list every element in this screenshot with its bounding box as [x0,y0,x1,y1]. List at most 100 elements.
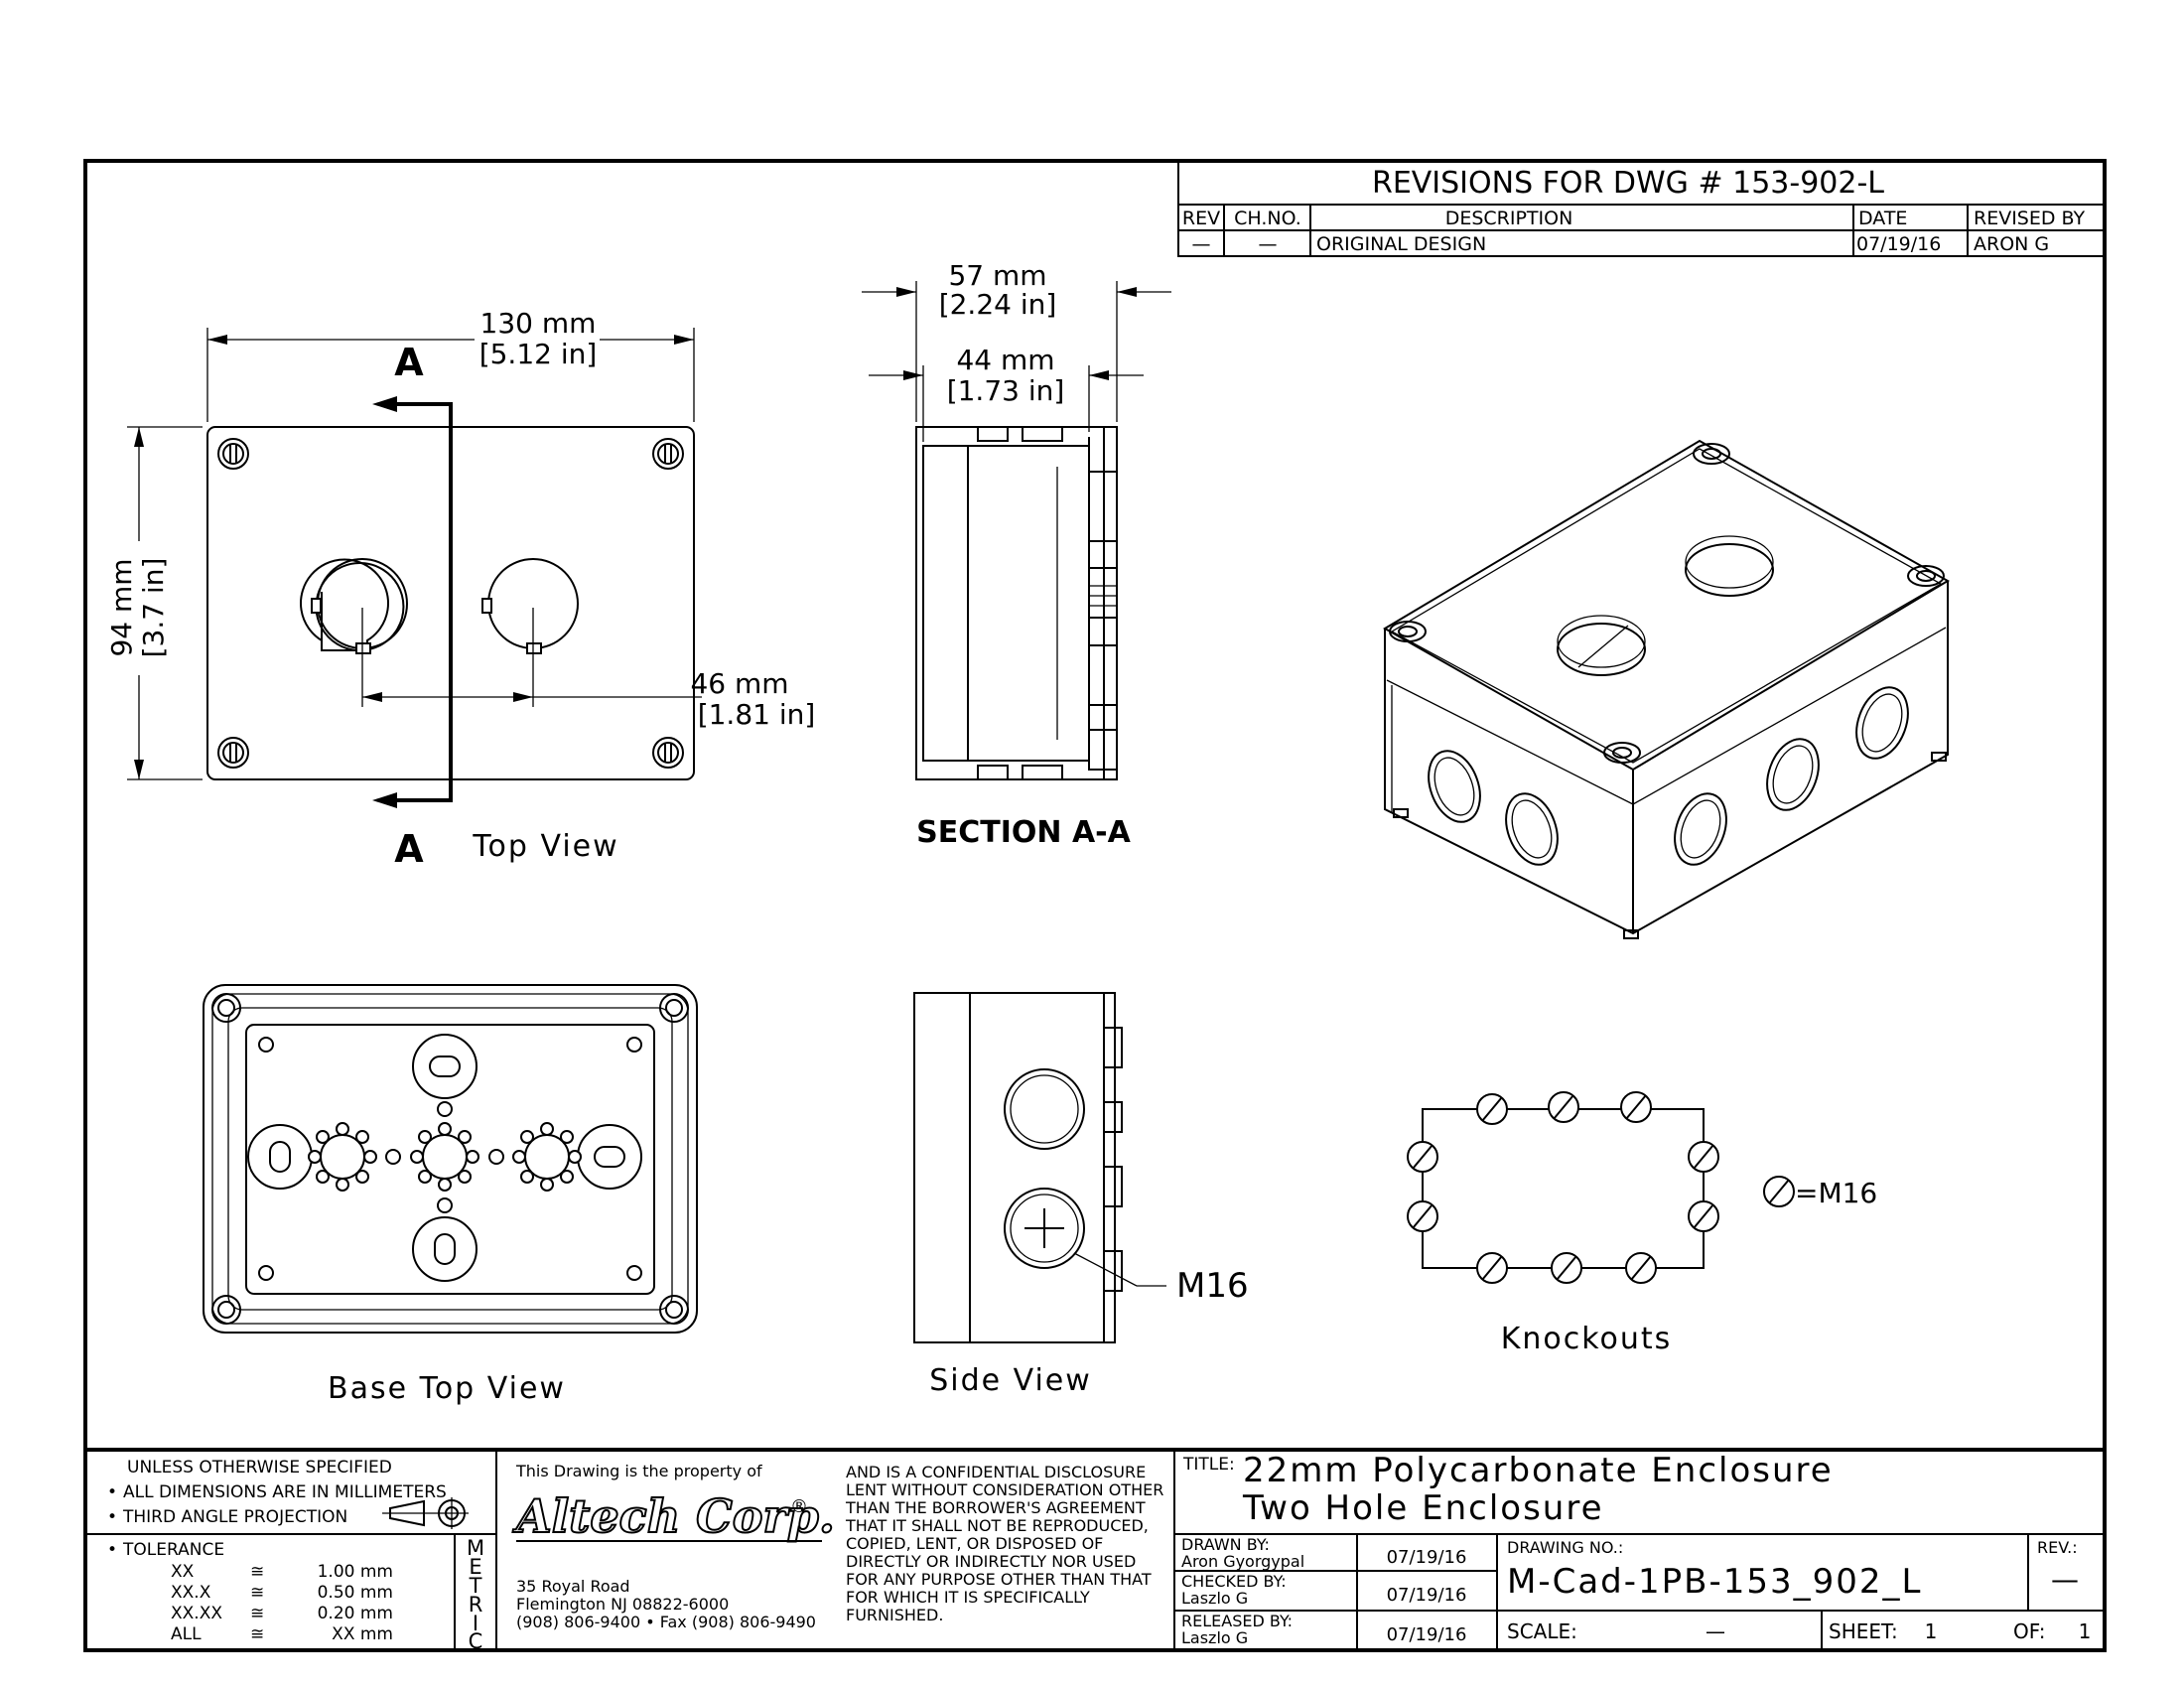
iso-lid-top [1383,439,1950,772]
chno-header: CH.NO. [1234,208,1301,229]
iso-knockout [1766,738,1820,811]
notes-block: UNLESS OTHERWISE SPECIFIED • ALL DIMENSI… [85,1450,497,1653]
checked-by: Laszlo G [1181,1589,1248,1608]
boss-icon [512,1122,582,1192]
notes-bullet-1: ALL DIMENSIONS ARE IN MILLIMETERS [123,1482,447,1502]
revised-by-header: REVISED BY [1974,208,2086,229]
iso-knockout [1428,750,1481,823]
checked-date: 07/19/16 [1387,1585,1467,1606]
date-header: DATE [1858,208,1907,229]
height-mm: 94 mm [105,558,138,656]
width-in: [5.12 in] [479,338,598,370]
m16-leader [1073,1252,1166,1287]
drawn-by: Aron Gyorgypal [1181,1552,1304,1571]
tol-val: XX mm [332,1624,393,1644]
metric-letter: T [469,1574,482,1598]
iso-screw-icon [1603,742,1641,764]
tol-fmt: XX.X [171,1583,211,1603]
scale-value: — [1706,1619,1725,1643]
iso-screw-icon [1389,621,1427,642]
iso-button-hole [1557,623,1646,676]
boss-icon [308,1122,377,1192]
knockouts-label: Knockouts [1501,1322,1673,1356]
iso-screw-icon [1693,443,1730,465]
altech-logo: Altech Corp. ® [511,1488,836,1544]
sheet-label: SHEET: [1829,1619,1898,1643]
side-view-label: Side View [929,1363,1092,1398]
metric-letter: C [469,1629,483,1653]
base-top-view: Base Top View [203,984,698,1406]
drawing-number: M-Cad-1PB-153_902_L [1507,1562,1923,1602]
confidential-line: FURNISHED. [846,1606,943,1624]
drawn-date: 07/19/16 [1387,1547,1467,1568]
tolerance-title: TOLERANCE [122,1540,224,1560]
tol-fmt: ALL [171,1624,202,1644]
iso-button-hole [1685,543,1774,597]
of-label: OF: [2013,1619,2045,1643]
description-header: DESCRIPTION [1445,208,1573,229]
iso-body [1384,581,1949,935]
confidential-line: AND IS A CONFIDENTIAL DISCLOSURE [846,1463,1146,1481]
revisions-title: REVISIONS FOR DWG # 153-902-L [1372,166,1884,201]
confidential-line: FOR ANY PURPOSE OTHER THAN THAT [846,1570,1152,1589]
spacing-mm: 46 mm [690,667,788,700]
svg-text:≅: ≅ [250,1583,264,1603]
section-line [392,402,453,802]
base-top-view-label: Base Top View [328,1371,566,1406]
tol-fmt: XX [171,1562,195,1582]
boss-icon [410,1122,479,1192]
iso-screw-icon [1907,565,1945,587]
iso-knockout [1505,792,1559,866]
side-knockout [1004,1068,1085,1150]
checked-by-label: CHECKED BY: [1181,1572,1287,1591]
confidential-line: FOR WHICH IT IS SPECIFICALLY [846,1588,1090,1607]
released-by-label: RELEASED BY: [1181,1612,1293,1630]
sheet-value: 1 [1925,1619,1938,1643]
svg-text:≅: ≅ [250,1604,264,1623]
metric-letter: M [467,1536,484,1560]
chno-value: — [1259,233,1278,255]
knockout-symbol-icon [1407,1091,1719,1284]
notes-title: UNLESS OTHERWISE SPECIFIED [127,1458,392,1477]
title-label: TITLE: [1182,1455,1235,1475]
section-arrow-icon [372,396,397,412]
rev-header: REV [1182,208,1220,229]
tol-val: 0.50 mm [318,1583,393,1603]
m16-callout: M16 [1176,1266,1249,1306]
of-value: 1 [2079,1619,2092,1643]
company-address-1: 35 Royal Road [516,1577,630,1596]
section-inner-in: [1.73 in] [947,374,1065,407]
section-outline [915,426,1118,780]
side-knockout-m16 [1004,1188,1085,1269]
released-by: Laszlo G [1181,1628,1248,1647]
rev-value: — [2051,1563,2079,1596]
revised-by-value: ARON G [1974,233,2049,255]
section-inner-mm: 44 mm [956,344,1054,376]
tol-val: 0.20 mm [318,1604,393,1623]
top-view: A A 130 mm [5.12 in] 94 mm [3.7 in] 46 m… [105,307,815,871]
svg-text:•: • [107,1540,117,1560]
confidential-line: THAN THE BORROWER'S AGREEMENT [845,1498,1146,1517]
company-address-2: Flemington NJ 08822-6000 [516,1595,729,1614]
height-in: [3.7 in] [137,558,170,658]
iso-knockout [1674,792,1727,866]
confidential-line: THAT IT SHALL NOT BE REPRODUCED, [845,1516,1149,1535]
metric-letter: E [469,1555,481,1579]
corner-screw-icon [217,438,249,470]
sheet-border [83,159,2107,1652]
drawing-title-line-1: 22mm Polycarbonate Enclosure [1243,1451,1834,1490]
side-view: M16 Side View [913,992,1249,1398]
tol-val: 1.00 mm [318,1562,393,1582]
confidential-line: DIRECTLY OR INDIRECTLY NOR USED [846,1552,1136,1571]
drawing-title-line-2: Two Hole Enclosure [1242,1488,1603,1528]
base-outline [203,984,698,1334]
company-block: This Drawing is the property of Altech C… [511,1450,1175,1650]
section-marker-top: A [394,341,424,384]
rev-value: — [1192,233,1211,255]
svg-text:•: • [107,1507,117,1527]
section-outer-mm: 57 mm [948,259,1046,292]
corner-screw-icon [652,438,684,470]
section-outer-in: [2.24 in] [939,288,1057,321]
corner-screw-icon [652,737,684,769]
